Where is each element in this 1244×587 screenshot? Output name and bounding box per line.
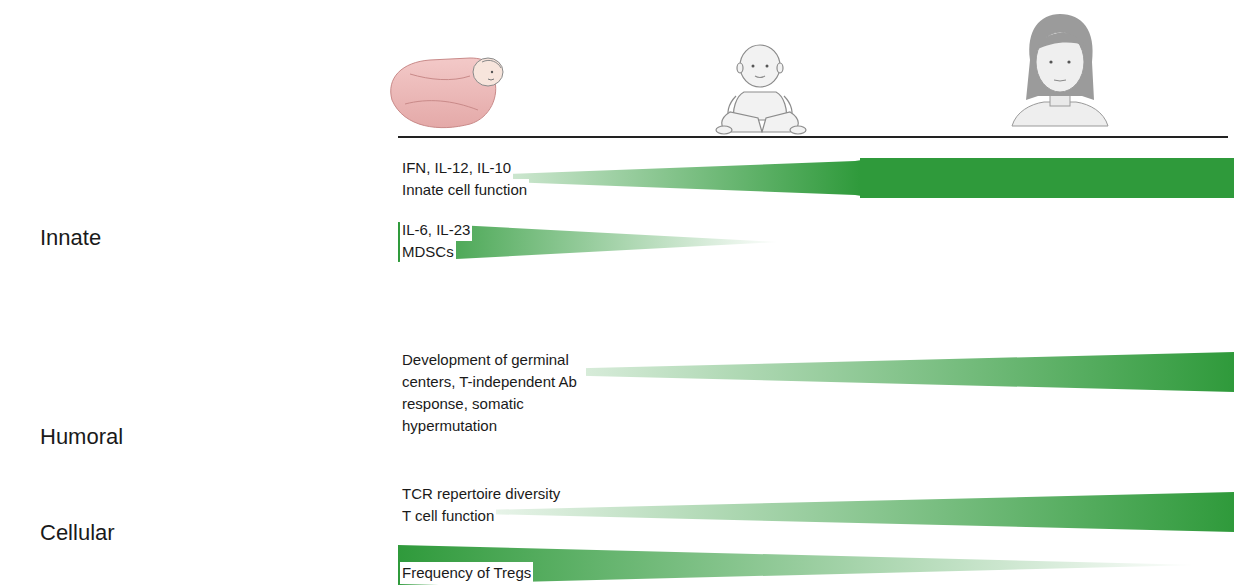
row-label: IFN, IL-12, IL-10 [400, 157, 513, 179]
row-label: TCR repertoire diversity [400, 483, 562, 505]
adult-illustration [1012, 14, 1108, 126]
increase-wedge-plateau [860, 158, 1234, 198]
timeline-rule [398, 136, 1228, 138]
decrease-wedge [398, 545, 1200, 585]
row-label: Innate cell function [400, 179, 529, 201]
row-label: MDSCs [400, 241, 456, 263]
category-label: Humoral [38, 423, 125, 451]
row-label: Frequency of Tregs [400, 562, 533, 584]
newborn-illustration [391, 58, 503, 128]
row-label: T cell function [400, 505, 496, 527]
category-label: Cellular [38, 519, 117, 547]
category-label: Innate [38, 224, 103, 252]
row-label: Development of germinal centers, T-indep… [400, 349, 586, 437]
row-label: IL-6, IL-23 [400, 219, 472, 241]
infant-illustration [716, 45, 806, 134]
